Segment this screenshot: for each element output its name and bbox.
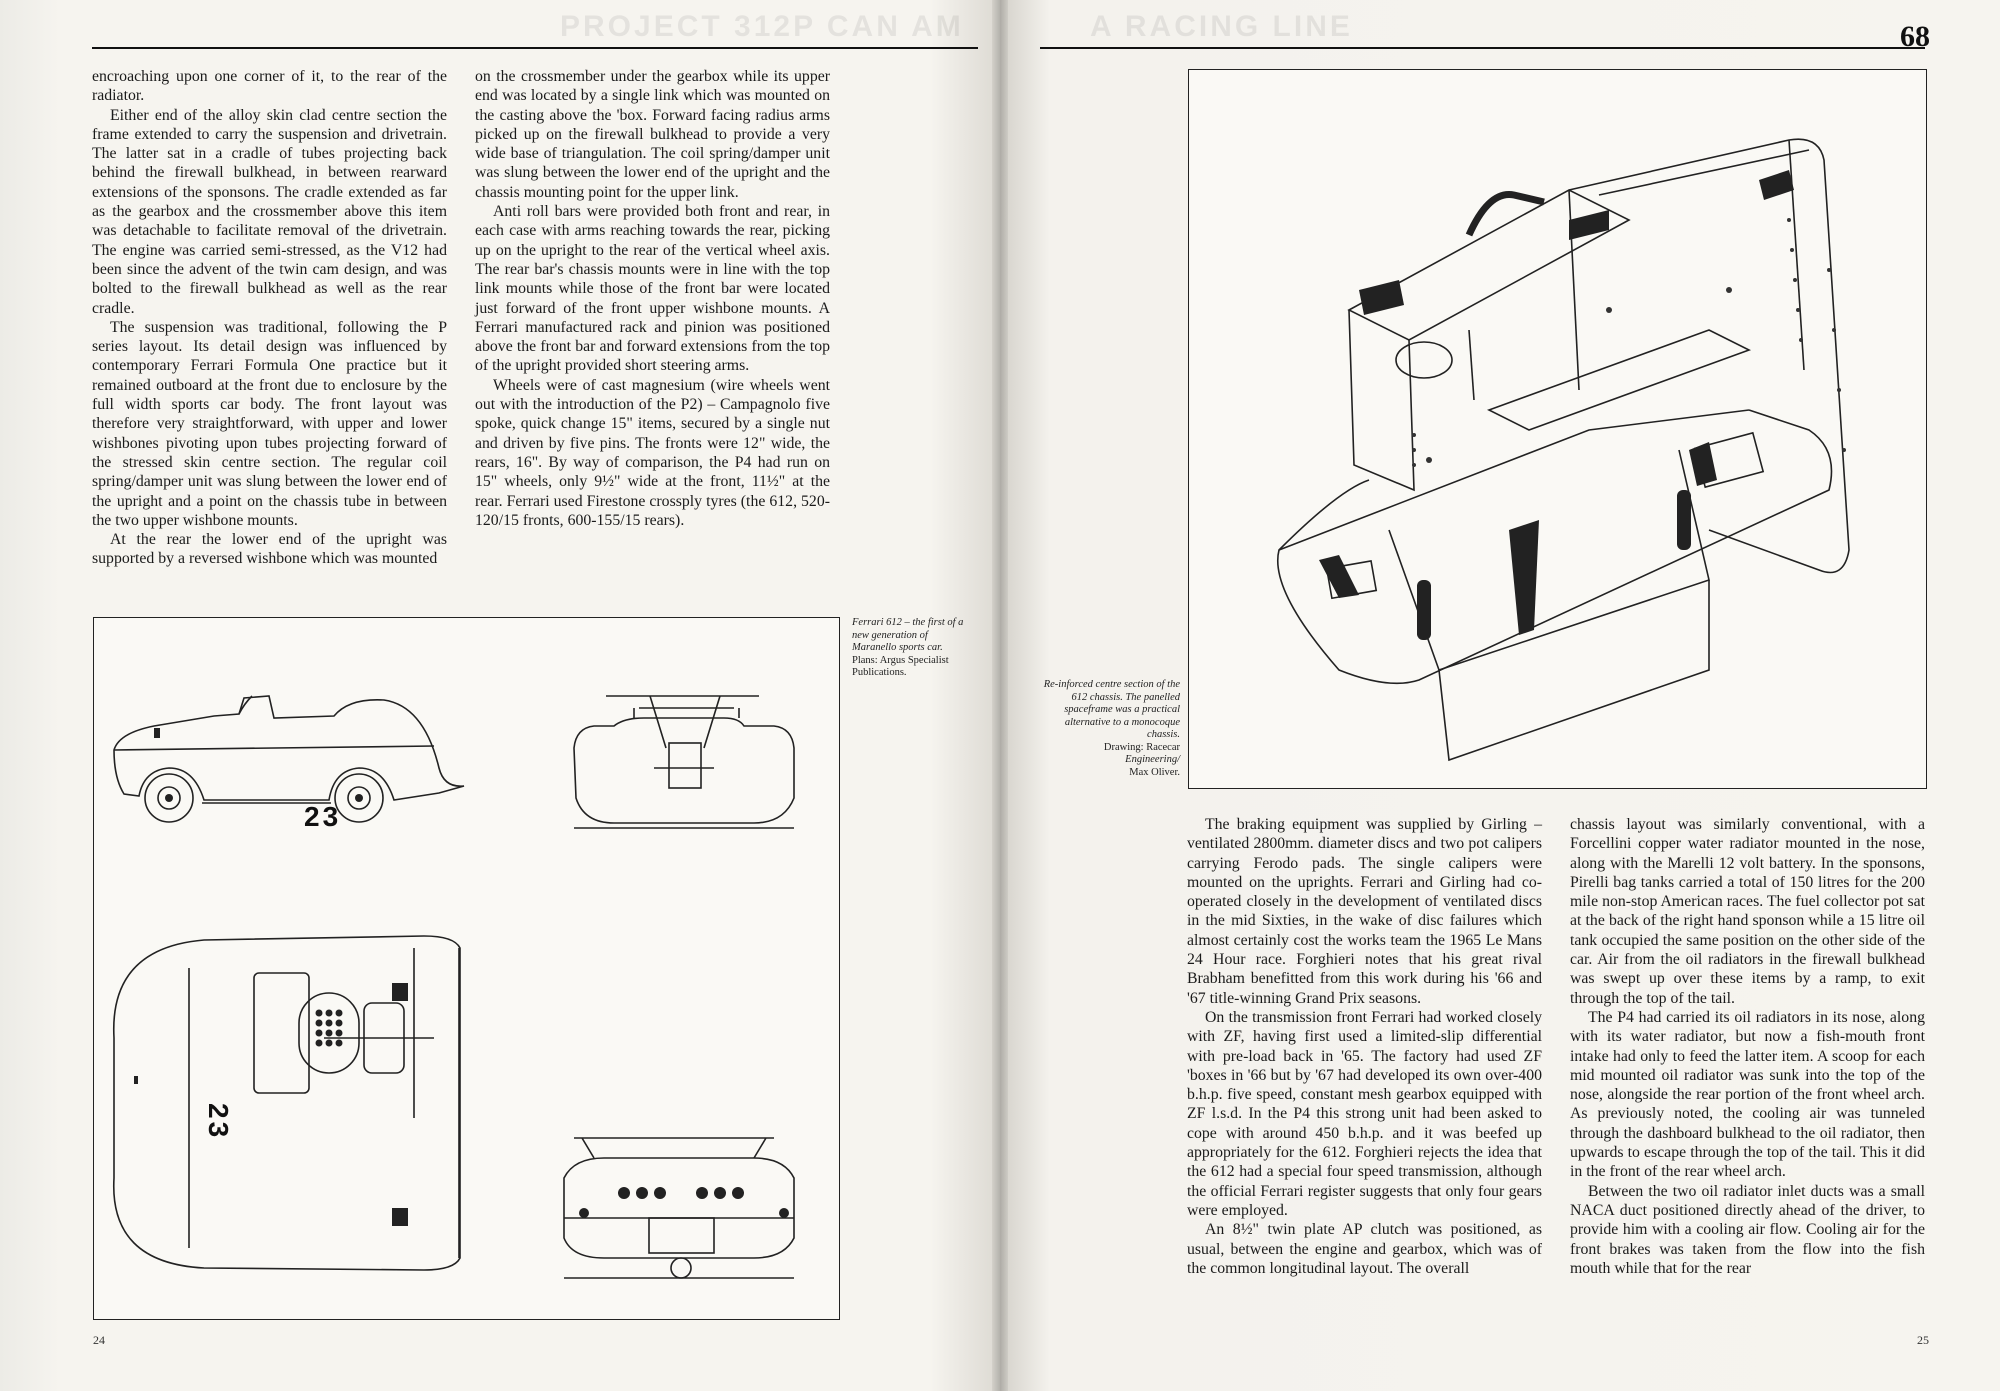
chassis-drawing bbox=[1277, 138, 1850, 762]
paragraph: Either end of the alloy skin clad centre… bbox=[92, 106, 447, 317]
car-plans-figure: 23 23 bbox=[93, 617, 840, 1320]
show-through-heading: A RACING LINE bbox=[1090, 10, 1353, 43]
caption-credit: Plans: Argus Specialist Publications. bbox=[852, 654, 949, 679]
left-page: PROJECT 312P CAN AM encroaching upon one… bbox=[0, 0, 1000, 1391]
caption-text: Ferrari 612 – the first of a new generat… bbox=[852, 617, 964, 653]
book-gutter bbox=[992, 0, 1008, 1391]
show-through-heading: PROJECT 312P CAN AM bbox=[560, 10, 964, 43]
paragraph: On the transmission front Ferrari had wo… bbox=[1187, 1008, 1542, 1219]
caption-credit: Max Oliver. bbox=[1129, 766, 1180, 778]
plan-view-car-number: 23 bbox=[203, 1103, 234, 1141]
paragraph: chassis layout was similarly conventiona… bbox=[1570, 816, 1925, 1007]
header-rule bbox=[92, 47, 978, 49]
page-number: 24 bbox=[93, 1333, 105, 1347]
chassis-figure bbox=[1188, 69, 1927, 789]
car-plans-drawing bbox=[113, 695, 795, 1279]
left-column-1: encroaching upon one corner of it, to th… bbox=[92, 67, 447, 569]
paragraph: encroaching upon one corner of it, to th… bbox=[92, 68, 447, 105]
caption-credit: Engineering/ bbox=[1125, 754, 1180, 765]
paragraph: Wheels were of cast magnesium (wire whee… bbox=[475, 376, 830, 529]
paragraph: The braking equipment was supplied by Gi… bbox=[1187, 816, 1542, 1007]
paragraph: The suspension was traditional, followin… bbox=[92, 318, 447, 529]
paragraph: At the rear the lower end of the upright… bbox=[92, 531, 447, 568]
paragraph: The P4 had carried its oil radiators in … bbox=[1570, 1008, 1925, 1181]
caption-credit: Drawing: Racecar bbox=[1103, 741, 1180, 753]
figure-caption: Ferrari 612 – the first of a new generat… bbox=[852, 617, 972, 680]
chapter-number: 68 bbox=[1900, 20, 1930, 53]
left-column-2: on the crossmember under the gearbox whi… bbox=[475, 67, 830, 530]
right-page: A RACING LINE 68 bbox=[1000, 0, 2000, 1391]
side-view-car-number: 23 bbox=[304, 801, 342, 832]
caption-text: Re-inforced centre section of the 612 ch… bbox=[1043, 679, 1180, 740]
right-column-1: The braking equipment was supplied by Gi… bbox=[1187, 815, 1542, 1278]
paragraph: Between the two oil radiator inlet ducts… bbox=[1570, 1182, 1925, 1277]
right-column-2: chassis layout was similarly conventiona… bbox=[1570, 815, 1925, 1278]
figure-caption: Re-inforced centre section of the 612 ch… bbox=[1040, 679, 1180, 779]
header-rule bbox=[1040, 47, 1925, 49]
page-number: 25 bbox=[1917, 1333, 1929, 1347]
paragraph: An 8½" twin plate AP clutch was position… bbox=[1187, 1221, 1542, 1277]
paragraph: Anti roll bars were provided both front … bbox=[475, 203, 830, 375]
paragraph: on the crossmember under the gearbox whi… bbox=[475, 68, 830, 201]
